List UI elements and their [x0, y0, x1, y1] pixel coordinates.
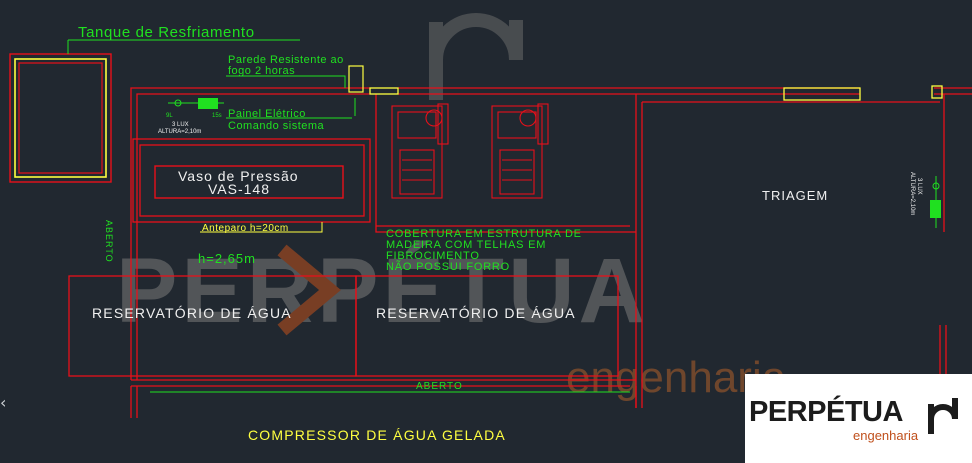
electric-panel-label-1: Painel Elétrico	[228, 108, 306, 120]
watermark: PERPÉTUA engenharia	[116, 13, 787, 402]
cooling-tank-label: Tanque de Resfriamento	[78, 24, 255, 41]
fire-wall-label-2: fogo 2 horas	[228, 65, 295, 77]
logo-word: PERPÉTUA	[749, 396, 903, 428]
watermark-word: PERPÉTUA	[116, 239, 649, 342]
parapet-leader	[200, 222, 323, 233]
pressure-vessel	[154, 165, 344, 199]
doors	[369, 85, 943, 101]
emergency-light-right	[930, 176, 941, 228]
watermark-chevron-icon	[277, 244, 341, 336]
electric-panel-symbol	[348, 65, 364, 116]
open-bottom-label: ABERTO	[416, 381, 463, 392]
reservoir-right-label: RESERVATÓRIO DE ÁGUA	[376, 305, 576, 321]
roof-label-3: FIBROCIMENTO	[386, 250, 480, 262]
lux-left-1: 3 LUX	[172, 122, 189, 128]
cooling-tank	[9, 53, 112, 183]
lux-right-2: ALTURA=2,10m	[909, 172, 915, 215]
cursor-arrow-icon[interactable]: ‹	[0, 393, 7, 412]
compressor-1	[391, 103, 449, 199]
logo-sub: engenharia	[853, 428, 919, 443]
reservoir-left-label: RESERVATÓRIO DE ÁGUA	[92, 305, 292, 321]
svg-text:15s: 15s	[212, 113, 222, 119]
compressor-2	[491, 103, 549, 199]
fire-wall-leader	[226, 75, 346, 88]
roof-label-2: MADEIRA COM TELHAS EM	[386, 239, 546, 251]
svg-text:9L: 9L	[166, 113, 173, 119]
lux-left-2: ALTURA=2,10m	[158, 129, 201, 135]
lux-right-1: 3 LUX	[916, 178, 922, 195]
parapet-label: Anteparo h=20cm	[202, 223, 289, 234]
triage-label: TRIAGEM	[762, 188, 828, 203]
brand-logo: PERPÉTUA engenharia	[745, 374, 972, 463]
fire-wall-label-1: Parede Resistente ao	[228, 54, 344, 66]
roof-label-1: COBERTURA EM ESTRUTURA DE	[386, 228, 582, 240]
height-label: h=2,65m	[198, 251, 256, 266]
reservoir-right	[355, 275, 619, 377]
watermark-dp-icon	[429, 13, 523, 100]
logo-dp-icon	[928, 398, 958, 434]
pressure-vessel-label-1: Vaso de Pressão	[178, 168, 299, 184]
emergency-light-left: 9L 15s	[166, 98, 224, 119]
electric-panel-label-2: Comando sistema	[228, 120, 325, 132]
compressor-title: COMPRESSOR DE ÁGUA GELADA	[248, 427, 506, 443]
pressure-vessel-label-2: VAS-148	[208, 181, 270, 197]
walls	[130, 87, 972, 418]
roof-label-4: NÃO POSSUI FORRO	[386, 260, 510, 273]
open-vertical-label: ABERTO	[104, 220, 114, 263]
